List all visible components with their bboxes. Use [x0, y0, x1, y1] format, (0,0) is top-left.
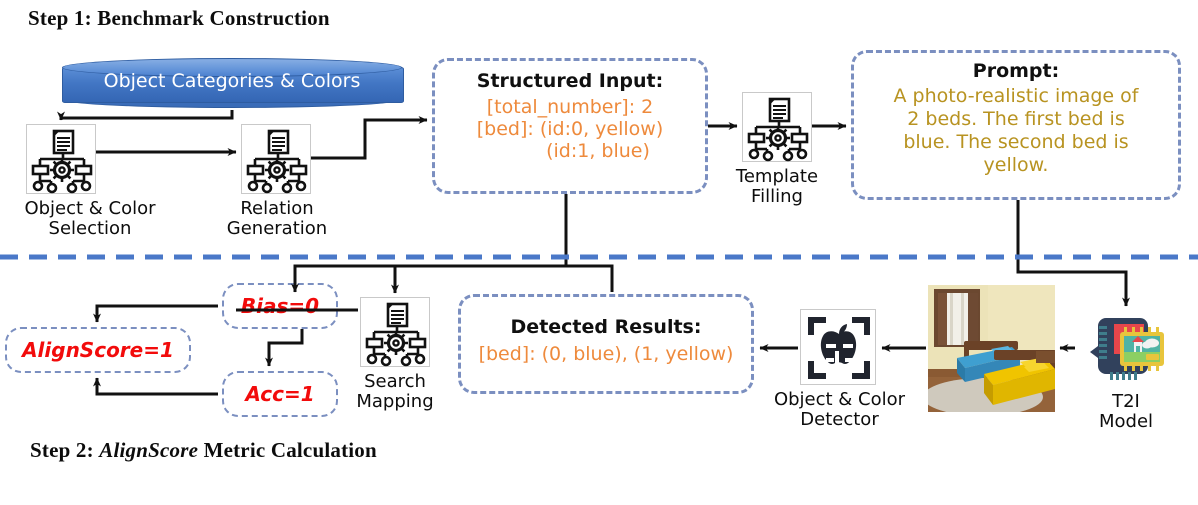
structured-input-line-1: [total_number]: 2 [486, 96, 654, 119]
line-structured-to-detected-results [566, 264, 614, 292]
arrow-bias-to-alignscore [93, 304, 218, 323]
object-categories-database[interactable]: Object Categories & Colors [62, 58, 404, 110]
database-label: Object Categories & Colors [103, 70, 361, 92]
prompt-line-1: A photo-realistic image of [893, 85, 1139, 108]
pipeline-gear-document-icon [246, 129, 308, 194]
pipeline-gear-document-icon [31, 129, 93, 194]
align-score-box[interactable]: AlignScore=1 [5, 327, 191, 373]
object-color-detector-caption: Object & Color Detector [773, 389, 906, 431]
bedroom-scene [928, 285, 1055, 412]
structured-input-title: Structured Input: [476, 70, 664, 92]
template-filling-icon-box[interactable] [742, 92, 812, 162]
bias-value: Bias=0 [240, 294, 320, 318]
t2i-model-caption: T2I Model [1098, 391, 1154, 433]
cylinder-top [62, 58, 402, 77]
prompt-line-2: 2 beds. The first bed is [907, 108, 1125, 131]
structured-input-box[interactable]: Structured Input: [total_number]: 2 [bed… [432, 58, 708, 194]
generated-bedroom-image[interactable] [928, 285, 1055, 412]
apple-detection-bracket-icon [808, 317, 870, 379]
prompt-box[interactable]: Prompt: A photo-realistic image of 2 bed… [851, 50, 1181, 200]
acc-box[interactable]: Acc=1 [222, 371, 338, 417]
detected-results-title: Detected Results: [510, 316, 702, 338]
object-color-detector-icon-box[interactable] [800, 309, 876, 385]
object-color-selection-caption: Object & Color Selection [24, 198, 156, 240]
arrow-bias-to-acc [265, 329, 304, 367]
search-mapping-caption: Search Mapping [356, 371, 434, 413]
arrow-acc-to-alignscore [93, 377, 218, 396]
step2-title: Step 2: AlignScore Metric Calculation [30, 438, 377, 462]
relation-generation-icon-box[interactable] [241, 124, 311, 194]
acc-value: Acc=1 [245, 382, 315, 406]
prompt-line-3: blue. The second bed is [903, 130, 1129, 153]
arrow-relation-to-structured [311, 116, 428, 160]
align-score-value: AlignScore=1 [22, 338, 174, 362]
relation-generation-caption: Relation Generation [226, 198, 328, 240]
t2i-model-icon-box[interactable] [1080, 310, 1172, 388]
prompt-title: Prompt: [972, 60, 1060, 82]
structured-input-line-3: (id:1, blue) [546, 140, 650, 163]
structured-input-line-2: [bed]: (id:0, yellow) [476, 118, 664, 141]
detected-results-box[interactable]: Detected Results: [bed]: (0, blue), (1, … [458, 294, 754, 394]
arrow-db-to-selection [57, 110, 234, 121]
pipeline-gear-document-icon [747, 97, 809, 162]
search-mapping-icon-box[interactable] [360, 297, 430, 367]
step1-title: Step 1: Benchmark Construction [28, 6, 330, 30]
pipeline-gear-document-icon [365, 302, 427, 367]
object-color-selection-icon-box[interactable] [26, 124, 96, 194]
prompt-line-4: yellow. [983, 153, 1049, 176]
robot-head-chip-icon [1090, 318, 1164, 380]
template-filling-caption: Template Filling [735, 166, 819, 208]
detected-results-line: [bed]: (0, blue), (1, yellow) [478, 343, 734, 366]
bias-box[interactable]: Bias=0 [222, 283, 338, 329]
